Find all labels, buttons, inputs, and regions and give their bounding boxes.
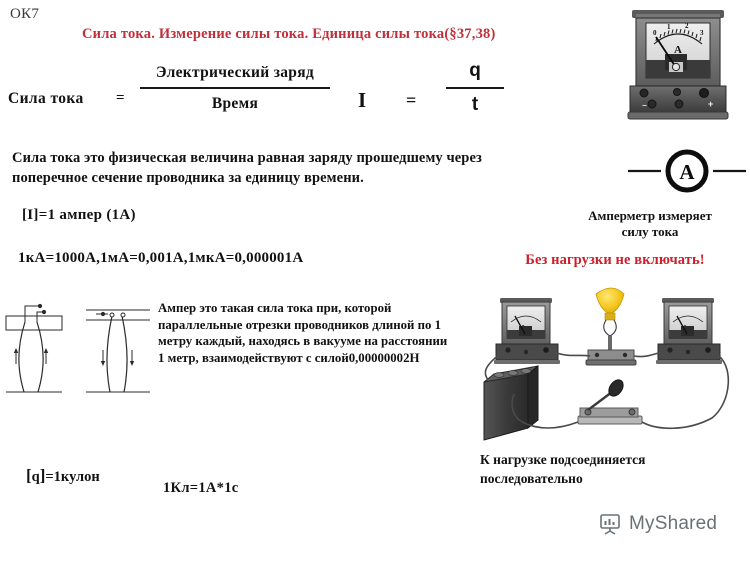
symbolic-formula-fraction-bar bbox=[446, 87, 504, 89]
word-formula-numerator: Электрический заряд bbox=[155, 64, 315, 81]
word-formula: Сила тока = Электрический заряд Время bbox=[8, 62, 348, 140]
charge-unit-value: =1кулон bbox=[45, 469, 100, 485]
current-definition-text: Сила тока это физическая величина равная… bbox=[12, 150, 482, 186]
ammeter-caption: Амперметр измеряет силу тока bbox=[560, 208, 740, 240]
ammeter-symbol-letter: A bbox=[679, 160, 695, 184]
parallel-conductors-illustration bbox=[5, 303, 150, 393]
current-multiples-text: 1кА=1000А,1мА=0,001А,1мкА=0,000001А bbox=[18, 250, 304, 266]
presentation-board-icon bbox=[600, 514, 620, 535]
charge-unit-bracket-open: [ bbox=[26, 466, 32, 485]
charge-symbol: q bbox=[31, 469, 40, 485]
ammeter-symbol-illustration: A bbox=[628, 149, 746, 193]
warning-text: Без нагрузки не включать! bbox=[525, 252, 705, 268]
series-connection-caption: К нагрузке подсоединяется последовательн… bbox=[480, 450, 730, 488]
circuit-ammeter-left: A bbox=[494, 298, 560, 364]
myshared-watermark: MyShared bbox=[598, 512, 717, 536]
circuit-battery bbox=[483, 364, 539, 441]
ammeter-terminal-plus: + bbox=[708, 99, 713, 109]
slide-code-label: ОК7 bbox=[10, 6, 40, 22]
symbolic-formula-numerator: q bbox=[469, 60, 481, 81]
charge-unit-text: [q]=1кулон bbox=[26, 466, 100, 486]
series-circuit-illustration: A A bbox=[483, 287, 730, 441]
ammeter-terminal-minus: − bbox=[642, 101, 647, 110]
word-formula-lhs: Сила тока bbox=[8, 90, 84, 107]
ampere-definition-text: Ампер это такая сила тока при, которой п… bbox=[158, 301, 448, 365]
ammeter-caption-line2: силу тока bbox=[621, 224, 679, 239]
series-caption-line1: К нагрузке подсоединяется bbox=[480, 452, 646, 467]
symbolic-formula-denominator: t bbox=[471, 94, 479, 115]
parallel-conductors-diagram bbox=[4, 292, 154, 404]
circuit-lamp bbox=[585, 287, 637, 366]
series-circuit-photo: A A bbox=[466, 282, 746, 442]
ammeter-scale-0: 0 bbox=[653, 29, 657, 37]
symbolic-formula: I = q t bbox=[358, 58, 518, 140]
symbol-circle bbox=[665, 149, 709, 193]
ammeter-scale-2: 2 bbox=[685, 22, 689, 30]
ammeter-scale-1: 1 bbox=[667, 23, 671, 31]
word-formula-fraction-bar bbox=[140, 87, 330, 89]
coulomb-relation-text: 1Кл=1А*1с bbox=[163, 480, 239, 496]
word-formula-fraction: Электрический заряд Время bbox=[136, 62, 334, 116]
symbolic-formula-lhs: I bbox=[358, 88, 367, 112]
symbolic-formula-equals: = bbox=[406, 90, 417, 110]
ammeter-device-photo: 0 1 2 3 A − + bbox=[622, 8, 734, 126]
ammeter-device-illustration: 0 1 2 3 A − + bbox=[627, 10, 729, 120]
ammeter-dial-letter: A bbox=[674, 44, 682, 56]
circuit-ammeter-right: A bbox=[656, 298, 722, 364]
watermark-text: MyShared bbox=[629, 513, 718, 534]
circuit-switch bbox=[577, 379, 643, 425]
circuit-wires bbox=[484, 351, 730, 430]
ammeter-circuit-symbol: A bbox=[628, 148, 746, 194]
charge-unit-bracket-close: ] bbox=[39, 466, 46, 485]
ammeter-caption-line1: Амперметр измеряет bbox=[588, 208, 712, 223]
word-formula-denominator: Время bbox=[211, 95, 259, 112]
series-caption-line2: последовательно bbox=[480, 471, 583, 486]
word-formula-equals: = bbox=[116, 90, 125, 106]
page-title: Сила тока. Измерение силы тока. Единица … bbox=[82, 26, 496, 42]
current-unit-text: [I]=1 ампер (1А) bbox=[22, 207, 136, 223]
symbolic-formula-fraction: q t bbox=[444, 58, 506, 118]
ammeter-scale-3: 3 bbox=[700, 29, 704, 37]
